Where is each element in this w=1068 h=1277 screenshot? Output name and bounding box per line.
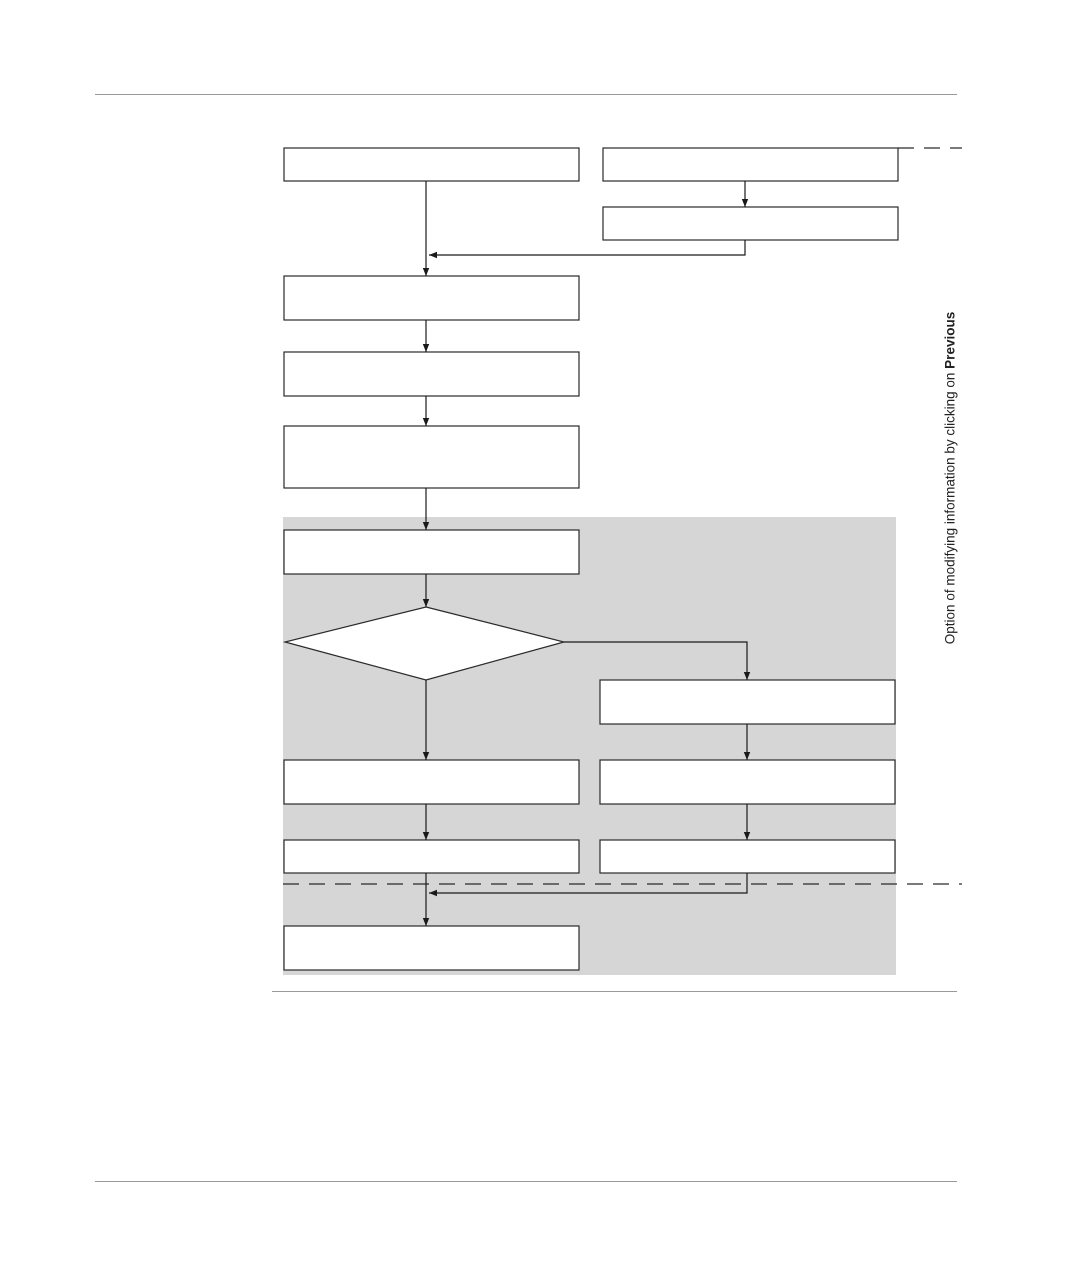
connector-decision-to-right	[564, 641, 751, 680]
flow-box-start-left	[283, 147, 580, 182]
flow-box-final	[283, 925, 580, 971]
header-rule	[95, 94, 957, 95]
figure-bottom-rule	[272, 991, 957, 992]
flow-box-step-2	[283, 351, 580, 397]
connector-right3-merge	[429, 873, 748, 897]
flow-box-start-right	[602, 147, 899, 182]
flow-box-branch-left-2	[283, 839, 580, 874]
flow-box-branch-right-3	[599, 839, 896, 874]
flow-box-step-1	[283, 275, 580, 321]
footer-rule	[95, 1181, 957, 1182]
flow-box-branch-right-2	[599, 759, 896, 805]
flow-box-step-4	[283, 529, 580, 575]
connector-right-merge	[429, 240, 746, 259]
shaded-region	[283, 517, 896, 975]
flow-box-branch-left-1	[283, 759, 580, 805]
side-note: Option of modifying information by click…	[943, 312, 958, 644]
flow-box-right-second	[602, 206, 899, 241]
flow-box-branch-right-1	[599, 679, 896, 725]
side-note-emphasis: Previous	[942, 311, 958, 369]
side-note-text: Option of modifying information by click…	[942, 368, 958, 645]
flow-box-step-3	[283, 425, 580, 489]
